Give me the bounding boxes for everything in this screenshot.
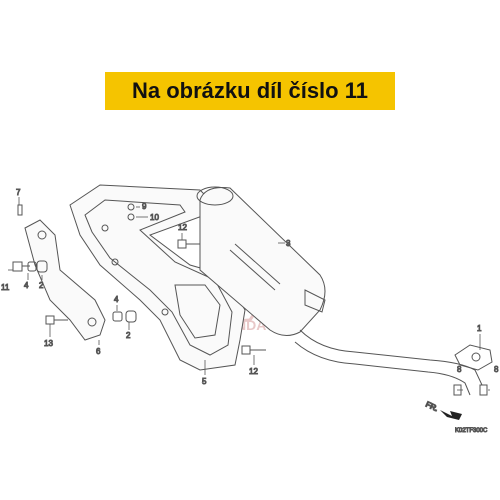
front-direction-arrow: FR. xyxy=(424,399,462,420)
muffler xyxy=(196,186,326,336)
leader-lines xyxy=(8,197,490,391)
callout-8: 8 xyxy=(457,365,462,374)
diagram-code: K02TF300C xyxy=(455,428,488,434)
callout-4b: 4 xyxy=(114,295,119,304)
callout-7: 7 xyxy=(16,188,21,197)
heat-shield xyxy=(69,184,246,371)
callout-10: 10 xyxy=(150,213,159,222)
callout-2b: 2 xyxy=(126,331,131,340)
fasteners xyxy=(12,203,488,396)
callout-2: 2 xyxy=(39,281,44,290)
callout-3: 3 xyxy=(286,239,291,248)
front-label: FR. xyxy=(424,400,439,414)
callout-8b: 8 xyxy=(494,365,499,374)
callout-6: 6 xyxy=(96,347,101,356)
callout-12: 12 xyxy=(178,223,187,232)
callout-5: 5 xyxy=(202,377,207,386)
highlighted-part-banner: Na obrázku díl číslo 11 xyxy=(105,72,395,110)
banner-text: Na obrázku díl číslo 11 xyxy=(132,78,368,103)
callout-12b: 12 xyxy=(249,367,258,376)
callout-1: 1 xyxy=(477,324,482,333)
callout-13: 13 xyxy=(44,339,53,348)
bracket xyxy=(24,219,106,341)
callout-9: 9 xyxy=(142,202,147,211)
exhaust-pipe xyxy=(294,329,493,396)
callout-11: 11 xyxy=(1,283,10,292)
callout-4: 4 xyxy=(24,281,29,290)
